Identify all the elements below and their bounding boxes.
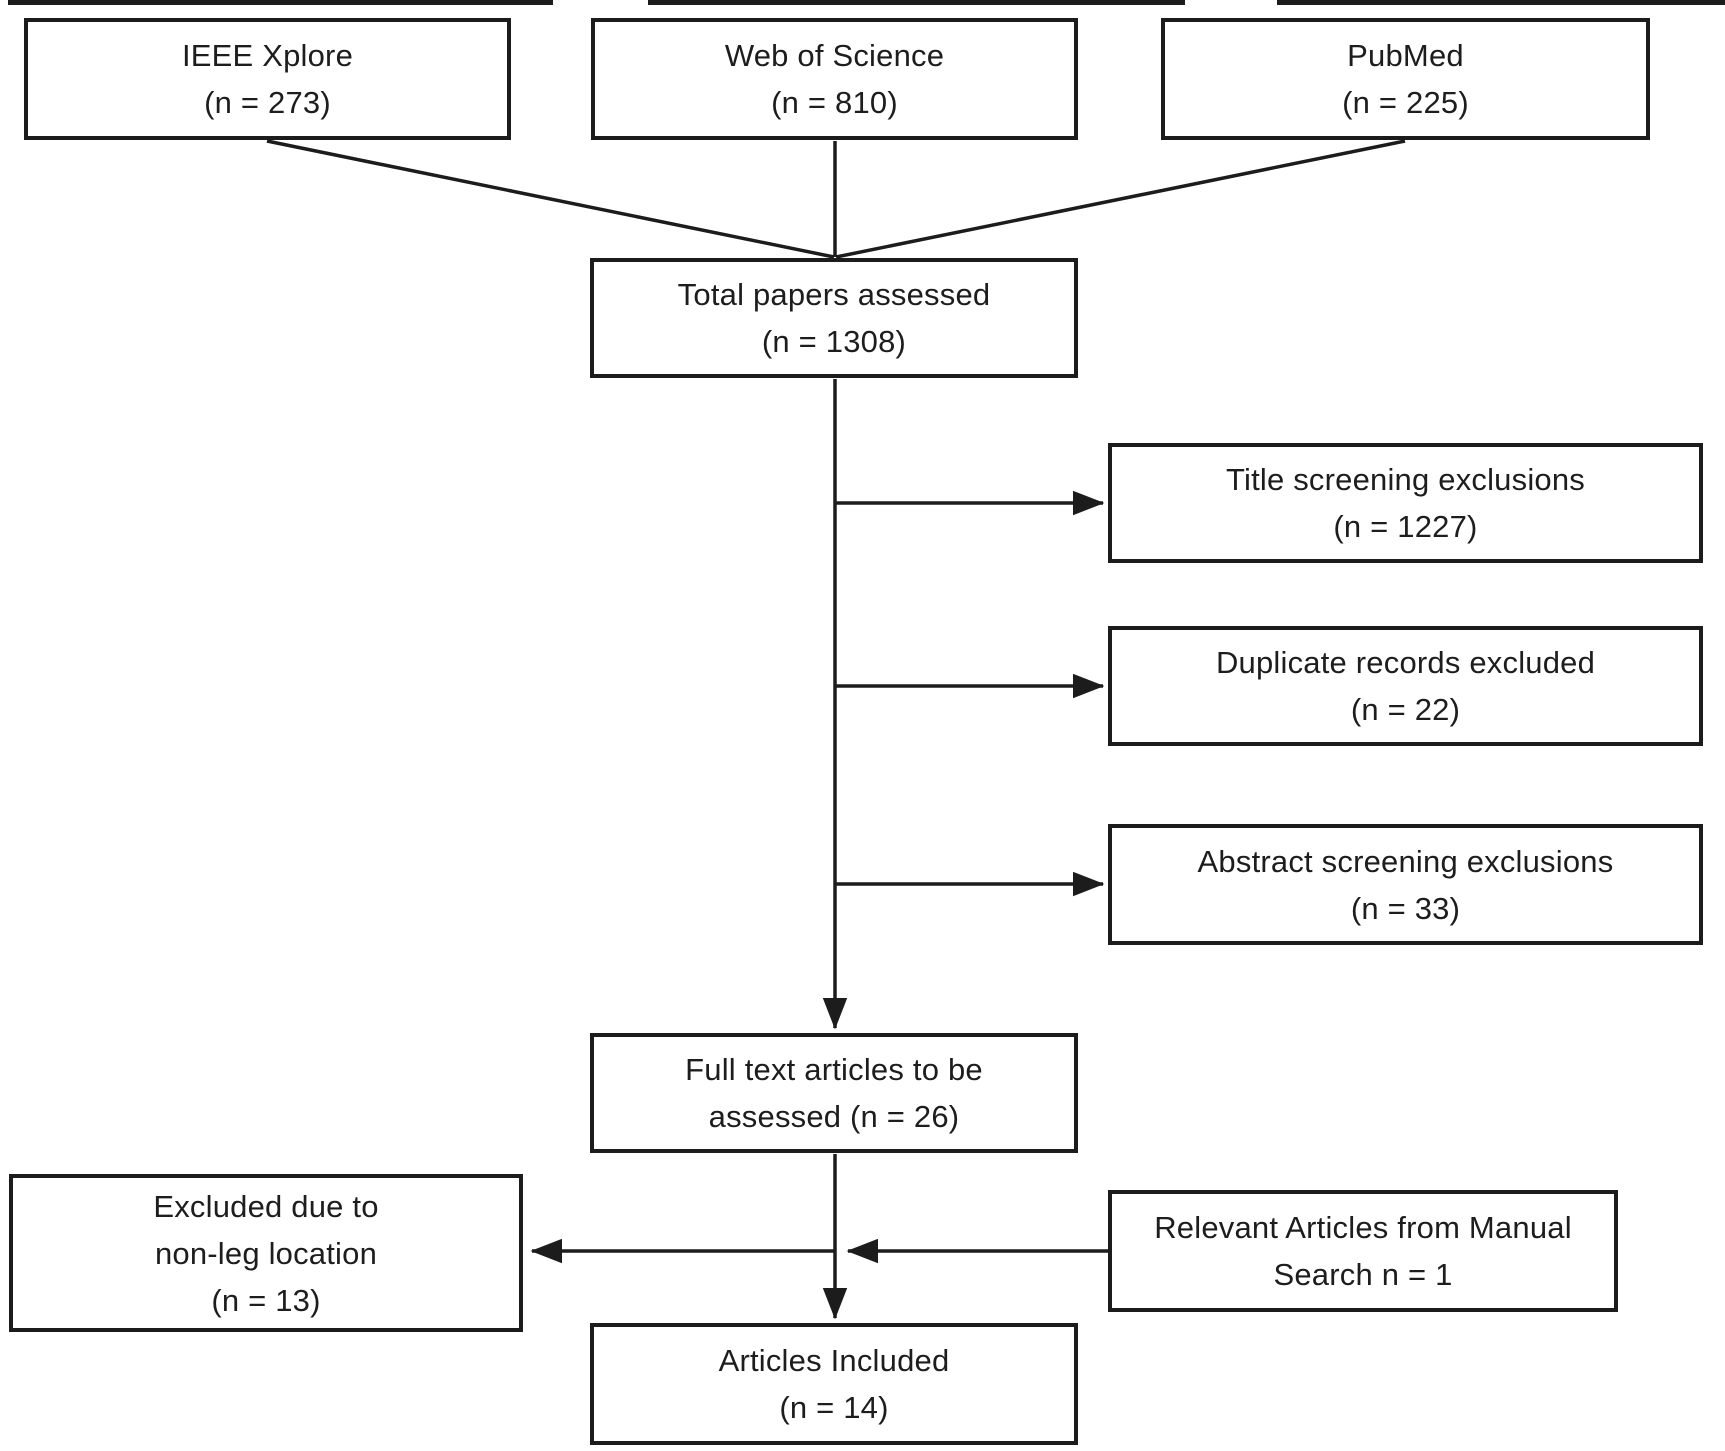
box-label-line: non-leg location [154, 1235, 378, 1271]
top-border-artifact [8, 0, 553, 5]
box-count-line: (n = 13) [211, 1282, 321, 1318]
box-ieee-xplore: IEEE Xplore (n = 273) [24, 18, 511, 140]
box-full-text-articles: Full text articles to be assessed (n = 2… [590, 1033, 1078, 1153]
box-count-line: Search n = 1 [1273, 1257, 1453, 1292]
box-duplicate-records-excluded: Duplicate records excluded (n = 22) [1108, 626, 1703, 746]
box-pubmed: PubMed (n = 225) [1161, 18, 1650, 140]
box-count-line: (n = 33) [1350, 890, 1461, 926]
box-manual-search: Relevant Articles from Manual Search n =… [1108, 1190, 1618, 1312]
top-border-artifact [648, 0, 1185, 5]
box-abstract-screening-exclusions: Abstract screening exclusions (n = 33) [1108, 824, 1703, 945]
box-label-line: Total papers assessed [677, 277, 991, 312]
box-count-line: (n = 14) [779, 1390, 889, 1425]
box-count-line: (n = 225) [1342, 85, 1469, 120]
box-title-screening-exclusions: Title screening exclusions (n = 1227) [1108, 443, 1703, 563]
box-label-line: Abstract screening exclusions [1197, 843, 1614, 879]
edge-pubmed-to-total [835, 139, 1406, 259]
box-excluded-non-leg-location: Excluded due to non-leg location (n = 13… [9, 1174, 523, 1332]
box-label-line: Excluded due to [153, 1188, 379, 1224]
box-articles-included: Articles Included (n = 14) [590, 1323, 1078, 1445]
box-label-line: PubMed [1347, 38, 1464, 73]
box-label-line: Web of Science [724, 38, 945, 73]
box-count-line: (n = 22) [1350, 692, 1461, 727]
edge-ieee-to-total [266, 139, 835, 259]
box-count-line: (n = 1308) [761, 324, 907, 359]
box-count-line: (n = 810) [771, 85, 898, 120]
box-count-line: (n = 273) [204, 85, 331, 120]
box-label-line: Duplicate records excluded [1215, 645, 1596, 680]
box-total-papers-assessed: Total papers assessed (n = 1308) [590, 258, 1078, 378]
box-count-line: assessed (n = 26) [708, 1099, 960, 1134]
box-label-line: Full text articles to be [685, 1052, 983, 1087]
box-label-line: Title screening exclusions [1226, 462, 1585, 497]
box-label-line: IEEE Xplore [181, 38, 354, 73]
box-count-line: (n = 1227) [1333, 509, 1478, 544]
box-label-line: Relevant Articles from Manual [1154, 1210, 1572, 1245]
top-border-artifact [1277, 0, 1725, 5]
box-label-line: Articles Included [718, 1343, 950, 1378]
box-web-of-science: Web of Science (n = 810) [591, 18, 1078, 140]
